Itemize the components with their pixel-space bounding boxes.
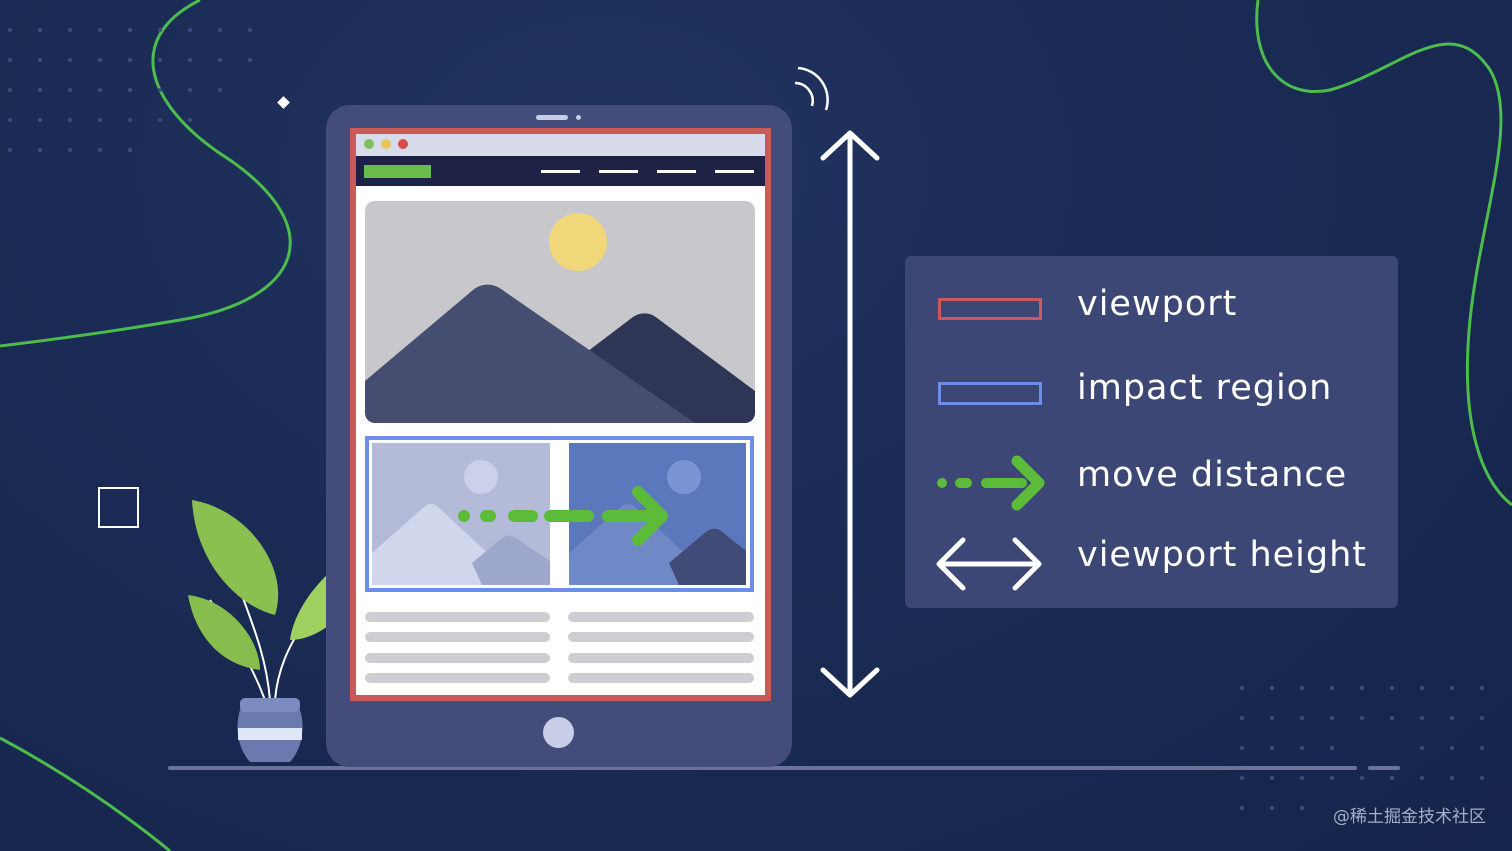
viewport-height-arrow xyxy=(820,130,880,698)
legend-label-viewport-height: viewport height xyxy=(1077,535,1368,575)
nav-link-placeholder xyxy=(715,170,754,173)
nav-link-placeholder xyxy=(599,170,638,173)
plant-leaf xyxy=(188,595,260,670)
window-dot-yellow xyxy=(381,139,391,149)
green-swirl-line-right xyxy=(1255,0,1512,507)
blue-rectangle-icon xyxy=(938,382,1042,405)
legend-panel: viewport impact region move distance vie… xyxy=(905,256,1398,608)
tablet-home-button xyxy=(543,717,574,748)
green-swirl-line-bottom xyxy=(0,736,171,851)
legend-label-move-distance: move distance xyxy=(1077,455,1348,495)
mountain-front xyxy=(365,284,695,423)
green-swirl-line-left xyxy=(0,0,292,348)
dot-grid-top-left xyxy=(8,28,252,152)
browser-title-bar xyxy=(356,134,765,156)
plant-pot-band xyxy=(238,728,302,740)
tablet-speaker xyxy=(536,115,568,120)
legend-label-viewport: viewport xyxy=(1077,284,1238,324)
dot-grid-bottom-right xyxy=(1240,686,1484,810)
window-dot-red xyxy=(398,139,408,149)
red-rectangle-icon xyxy=(938,298,1042,320)
double-arrow-icon xyxy=(936,537,1042,591)
plant-leaf xyxy=(192,500,279,615)
plant-pot-rim xyxy=(240,698,300,712)
dashed-arrow-icon xyxy=(937,455,1045,511)
move-distance-arrow xyxy=(458,486,668,546)
text-line-placeholders xyxy=(365,612,754,683)
window-dot-green xyxy=(364,139,374,149)
legend-label-impact-region: impact region xyxy=(1077,368,1333,408)
tablet-camera xyxy=(576,115,581,120)
square-outline-shape xyxy=(98,487,139,528)
diamond-shape xyxy=(277,96,290,109)
signal-arc-outer xyxy=(797,66,829,111)
sun-shape xyxy=(549,213,607,271)
signal-arc-inner xyxy=(794,81,814,107)
nav-link-placeholder xyxy=(541,170,580,173)
hero-image-placeholder xyxy=(365,201,755,423)
nav-link-placeholder xyxy=(657,170,696,173)
watermark-text: @稀土掘金技术社区 xyxy=(1333,807,1486,827)
website-logo-placeholder xyxy=(364,165,431,178)
